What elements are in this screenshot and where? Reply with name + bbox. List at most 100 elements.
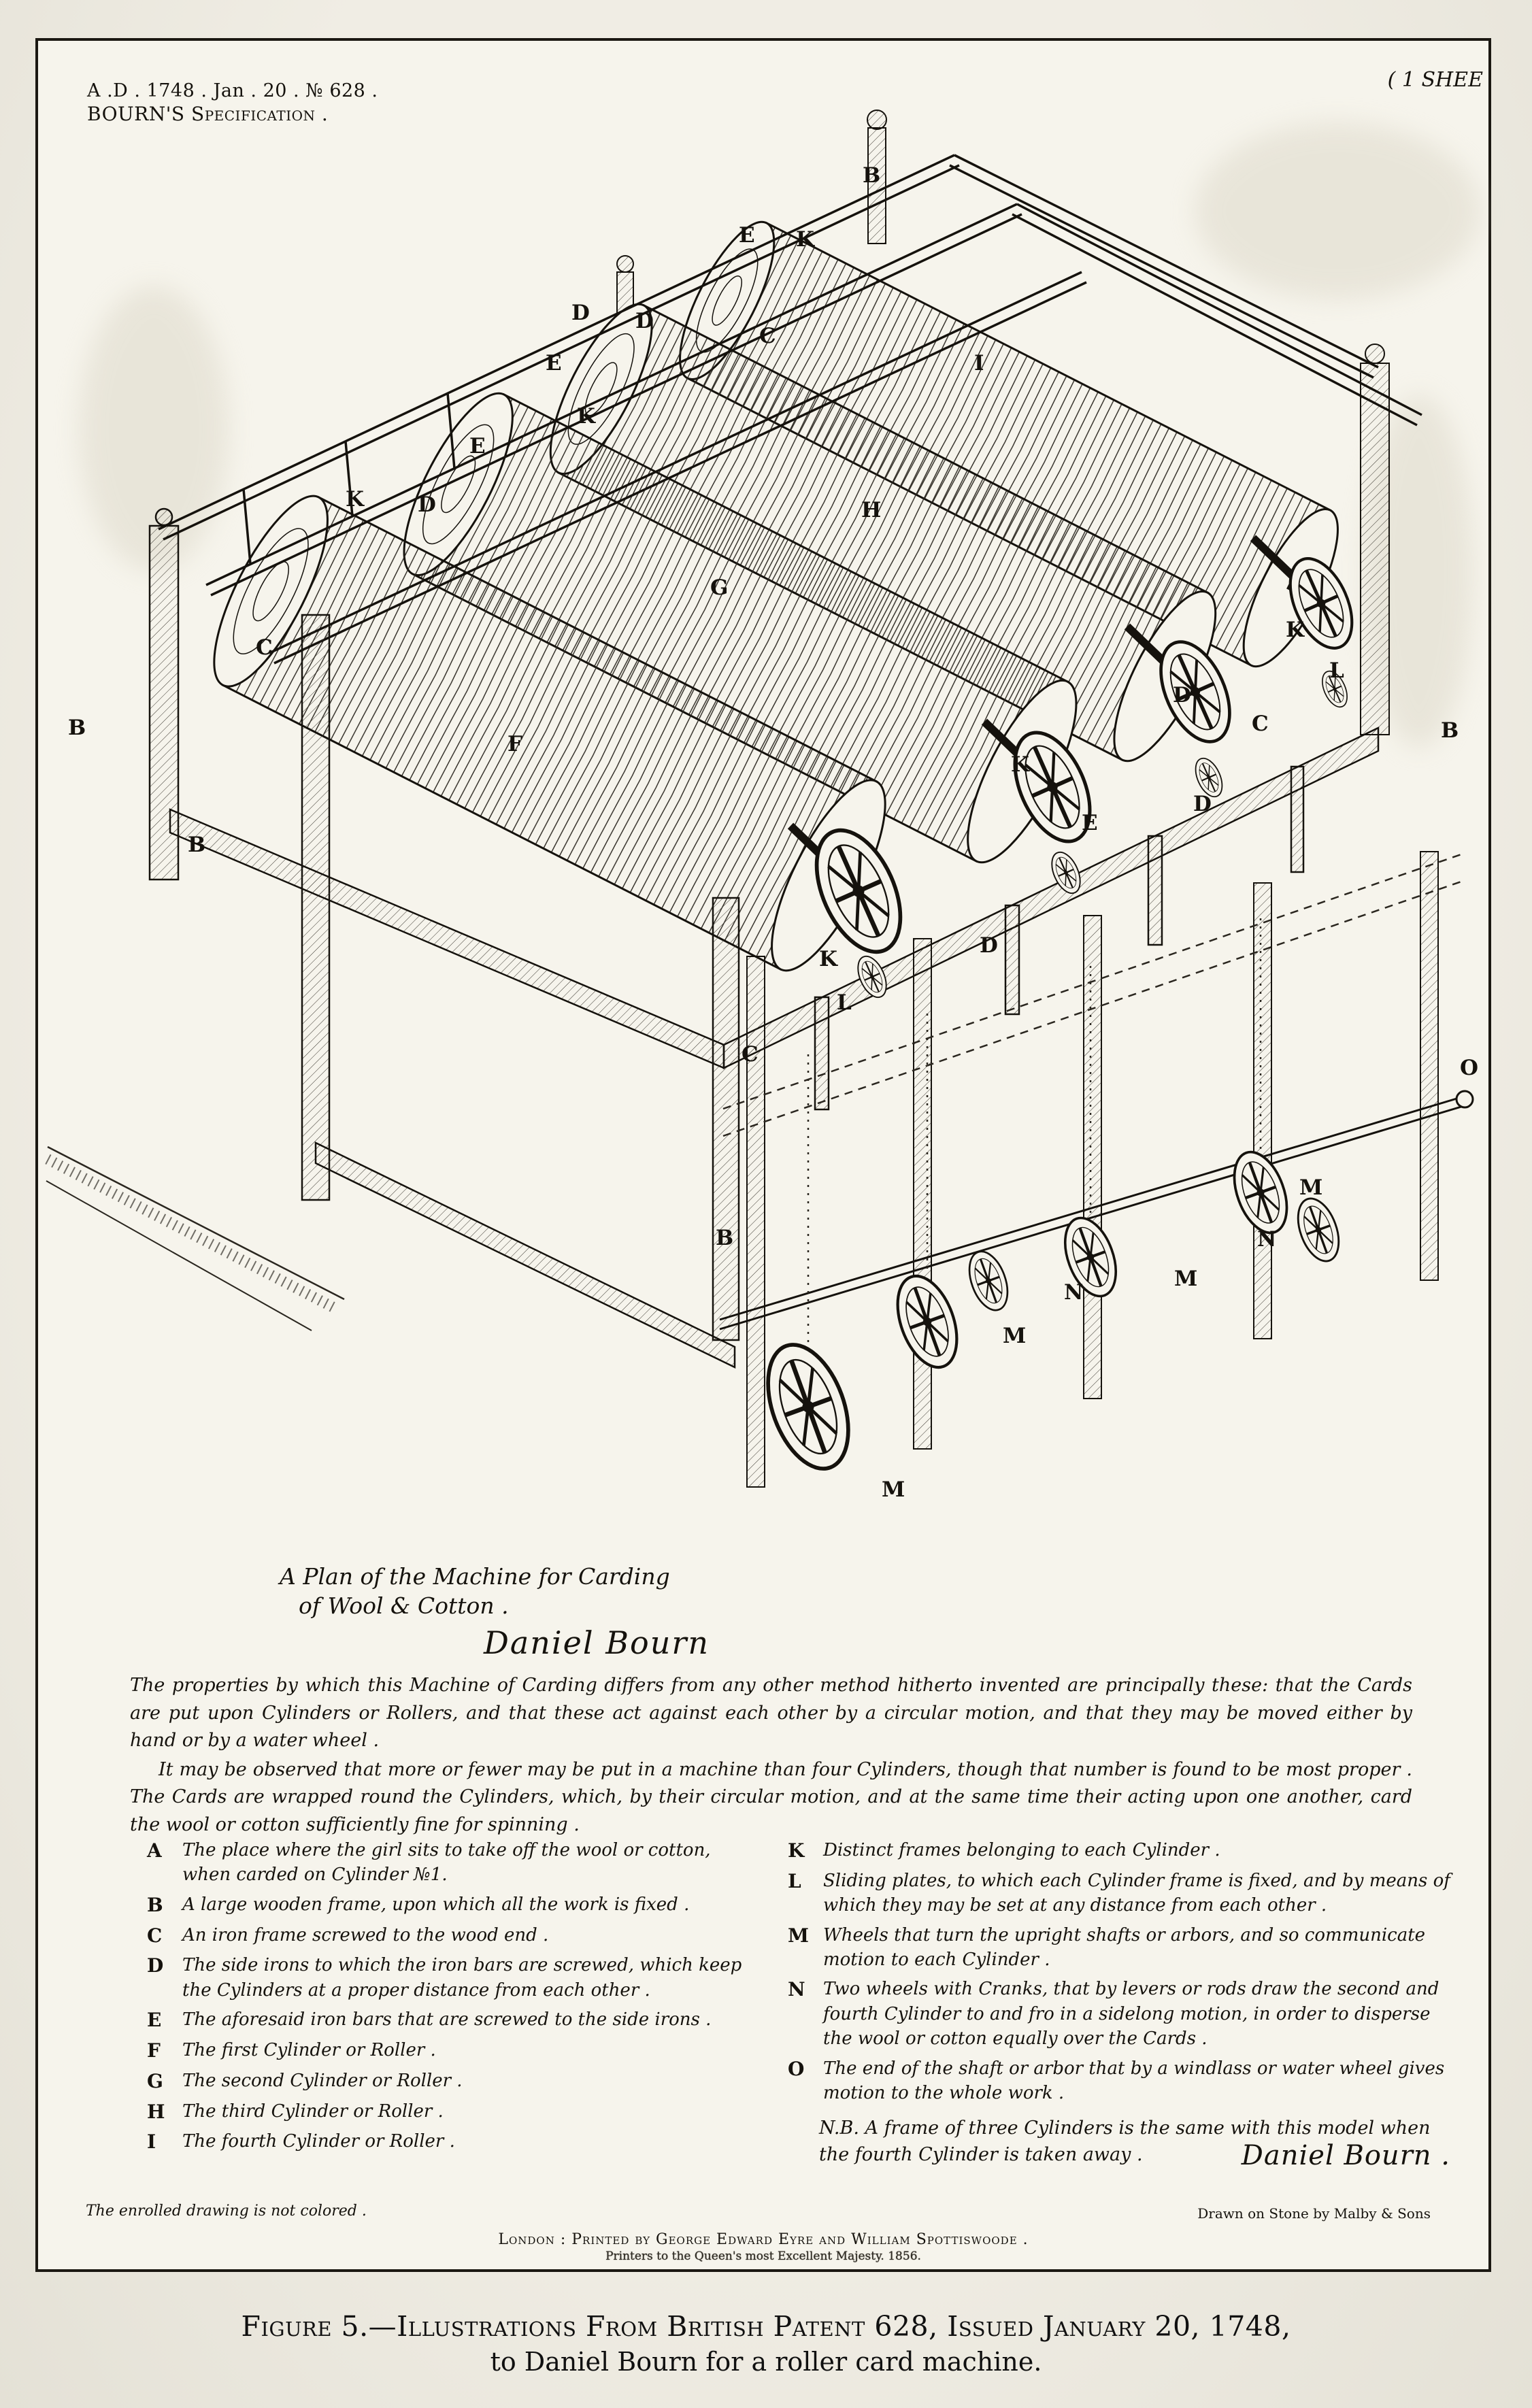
- wooden-frame: [148, 507, 1380, 1369]
- legend-letter: I: [147, 2130, 156, 2154]
- part-label-m: M: [1174, 1267, 1197, 1291]
- specification-title: BOURN'S Specification .: [87, 103, 329, 125]
- part-label-m: M: [1003, 1324, 1026, 1348]
- part-label-l: L: [1329, 658, 1344, 683]
- legend-item-l: L Sliding plates, to which each Cylinder…: [788, 1869, 1460, 1918]
- part-label-c: C: [256, 635, 273, 660]
- printer-imprint: London : Printed by George Edward Eyre a…: [38, 2231, 1488, 2263]
- part-label-m: M: [882, 1477, 905, 1502]
- paper-smudge: [1195, 122, 1480, 299]
- legend-letter: L: [788, 1869, 801, 1892]
- legend-text: An iron frame screwed to the wood end .: [182, 1924, 549, 1945]
- nb-signature: Daniel Bourn .: [1241, 2139, 1450, 2171]
- legend-text: The first Cylinder or Roller .: [182, 2039, 436, 2060]
- plate-header-left: A .D . 1748 . Jan . 20 . № 628 . BOURN'S…: [87, 80, 378, 125]
- legend-letter: N: [788, 1978, 805, 2001]
- part-label-e: E: [739, 223, 755, 248]
- legend-column-left: A The place where the girl sits to take …: [147, 1838, 759, 2171]
- drive-shaft-and-gears: [719, 1090, 1474, 1479]
- legend-item-k: K Distinct frames belonging to each Cyli…: [788, 1838, 1460, 1864]
- paper-smudge: [79, 286, 229, 571]
- part-label-k: K: [1011, 752, 1030, 777]
- part-label-b: B: [1441, 718, 1459, 743]
- legend-item-n: N Two wheels with Cranks, that by levers…: [788, 1977, 1460, 2051]
- legend-letter: G: [147, 2069, 163, 2092]
- legend-text: The end of the shaft or arbor that by a …: [823, 2058, 1445, 2103]
- part-label-b: B: [68, 716, 86, 740]
- part-label-d: D: [1173, 683, 1191, 707]
- part-label-c: C: [742, 1042, 759, 1067]
- figure-caption: Figure 5.—Illustrations From British Pat…: [0, 2310, 1532, 2377]
- part-label-b: B: [716, 1226, 733, 1250]
- part-label-h: H: [861, 498, 881, 522]
- legend-letter: B: [147, 1893, 163, 1916]
- legend-text: The place where the girl sits to take of…: [182, 1840, 711, 1886]
- legend-letter: O: [788, 2057, 805, 2080]
- legend-item-f: F The first Cylinder or Roller .: [147, 2038, 759, 2064]
- legend-letter: K: [788, 1839, 805, 1862]
- frame-top-bars: [158, 154, 1422, 665]
- description-paragraph: The properties by which this Machine of …: [130, 1672, 1412, 1839]
- part-label-d: D: [1193, 792, 1212, 816]
- legend-text: Sliding plates, to which each Cylinder f…: [823, 1870, 1450, 1916]
- legend-text: The third Cylinder or Roller .: [182, 2101, 444, 2122]
- part-label-k: K: [577, 404, 596, 429]
- part-label-e: E: [469, 434, 486, 458]
- legend-letter: F: [147, 2039, 161, 2062]
- lithographer-credit: Drawn on Stone by Malby & Sons: [1197, 2205, 1431, 2222]
- part-label-m: M: [1299, 1175, 1322, 1200]
- part-label-o: O: [1460, 1056, 1478, 1080]
- parts-legend: A The place where the girl sits to take …: [147, 1838, 1460, 2171]
- sheet-number: ( 1 SHEE: [1387, 68, 1483, 92]
- legend-item-b: B A large wooden frame, upon which all t…: [147, 1892, 759, 1918]
- legend-letter: M: [788, 1924, 809, 1947]
- drawing-caption-line2: of Wool & Cotton .: [299, 1592, 509, 1619]
- legend-item-a: A The place where the girl sits to take …: [147, 1838, 759, 1888]
- part-label-c: C: [1252, 712, 1269, 736]
- description-p2: It may be observed that more or fewer ma…: [130, 1758, 1412, 1835]
- drawing-caption: A Plan of the Machine for Carding of Woo…: [280, 1563, 797, 1661]
- part-label-k: K: [1286, 618, 1305, 642]
- part-label-l: L: [837, 990, 852, 1015]
- part-label-i: I: [974, 351, 984, 375]
- part-label-d: D: [418, 492, 436, 517]
- legend-item-c: C An iron frame screwed to the wood end …: [147, 1923, 759, 1949]
- part-label-d: D: [571, 301, 590, 325]
- legend-item-o: O The end of the shaft or arbor that by …: [788, 2056, 1460, 2106]
- enrolled-drawing-note: The enrolled drawing is not colored .: [86, 2203, 367, 2220]
- legend-letter: E: [147, 2009, 162, 2032]
- part-label-b: B: [863, 163, 880, 188]
- legend-text: Distinct frames belonging to each Cylind…: [823, 1840, 1220, 1860]
- part-label-g: G: [710, 575, 728, 600]
- dashed-shafts: [722, 853, 1462, 1344]
- description-p1: The properties by which this Machine of …: [130, 1675, 1412, 1751]
- legend-text: The aforesaid iron bars that are screwed…: [182, 2009, 712, 2030]
- part-label-c: C: [759, 324, 776, 348]
- part-label-n: N: [1064, 1280, 1083, 1305]
- part-label-b: B: [188, 833, 205, 857]
- nb-note: N.B. A frame of three Cylinders is the s…: [819, 2118, 1431, 2166]
- part-label-d: D: [635, 309, 654, 333]
- part-label-e: E: [1082, 811, 1098, 835]
- legend-item-m: M Wheels that turn the upright shafts or…: [788, 1923, 1460, 1973]
- legend-item-d: D The side irons to which the iron bars …: [147, 1953, 759, 2003]
- cylinder-f: [213, 495, 886, 972]
- legend-text: The second Cylinder or Roller .: [182, 2070, 463, 2091]
- figure-caption-line1: Figure 5.—Illustrations From British Pat…: [241, 2310, 1291, 2343]
- legend-text: Two wheels with Cranks, that by levers o…: [823, 1979, 1439, 2050]
- part-label-k: K: [819, 947, 838, 971]
- legend-text: The fourth Cylinder or Roller .: [182, 2131, 455, 2152]
- bourn-signature: Daniel Bourn: [484, 1624, 710, 1661]
- cylinder-crank-wheels: [787, 535, 1365, 1003]
- ground-hatching: [45, 1146, 345, 1331]
- legend-column-right: K Distinct frames belonging to each Cyli…: [788, 1838, 1460, 2171]
- part-label-f: F: [507, 732, 522, 756]
- legend-letter: D: [147, 1954, 164, 1977]
- drawing-caption-line1: A Plan of the Machine for Carding: [280, 1563, 670, 1590]
- legend-letter: A: [147, 1839, 162, 1862]
- patent-date-number: A .D . 1748 . Jan . 20 . № 628 .: [87, 80, 378, 101]
- imprint-line1: London : Printed by George Edward Eyre a…: [498, 2231, 1029, 2248]
- figure-caption-line2: to Daniel Bourn for a roller card machin…: [490, 2347, 1042, 2377]
- legend-text: A large wooden frame, upon which all the…: [182, 1894, 690, 1915]
- legend-letter: H: [147, 2100, 165, 2123]
